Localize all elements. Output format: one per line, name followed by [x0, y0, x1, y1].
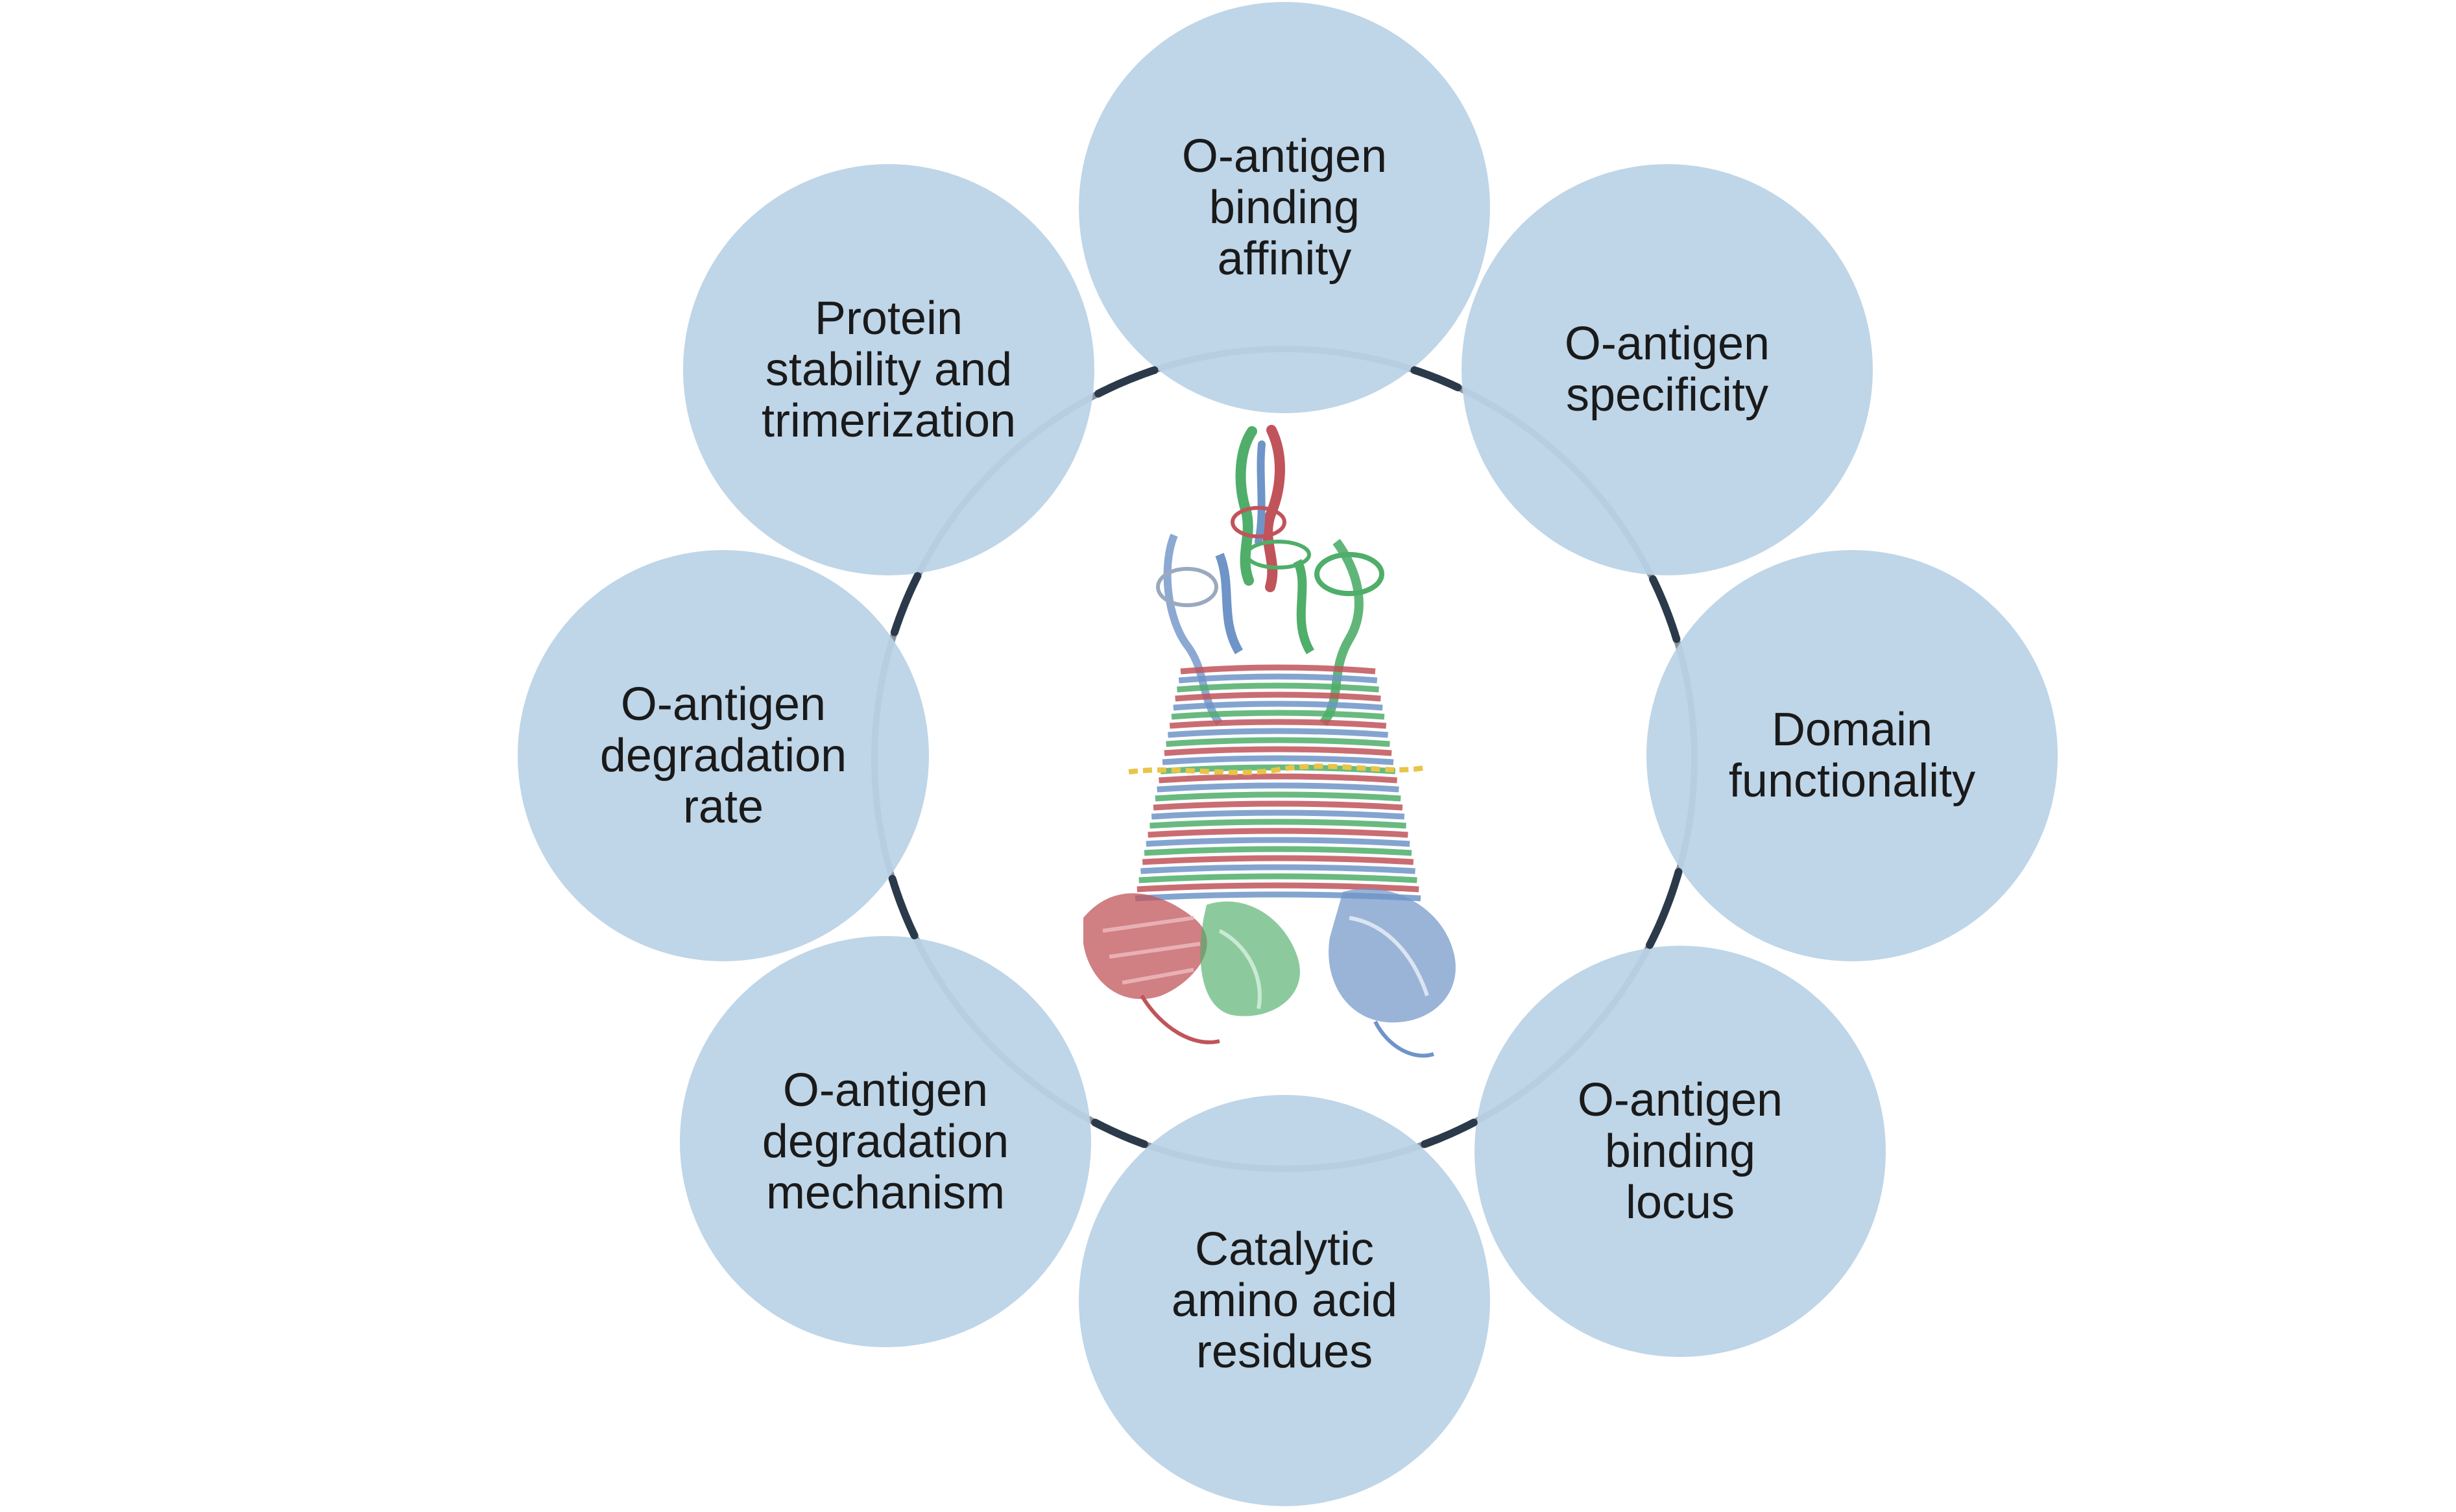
beta-strand [1166, 737, 1390, 747]
node-top: O-antigen binding affinity [1079, 2, 1490, 413]
node-label-right: Domain functionality [1728, 704, 1976, 807]
node-label-bottom-left: O-antigen degradation mechanism [762, 1064, 1009, 1219]
node-bottom-left: O-antigen degradation mechanism [680, 936, 1091, 1347]
node-label-left: O-antigen degradation rate [599, 678, 847, 833]
ring-segment-2 [1091, 1118, 1148, 1148]
beta-strand [1162, 755, 1394, 765]
ring-segment-1 [1421, 1118, 1478, 1148]
protein-structure-image [1083, 425, 1456, 1058]
beta-strand [1137, 882, 1419, 893]
protein-beta-helix [1135, 664, 1421, 902]
ring-segment-4 [890, 572, 922, 636]
beta-strand [1164, 746, 1392, 756]
node-label-bottom-right: O-antigen binding locus [1577, 1074, 1783, 1229]
beta-strand [1153, 800, 1403, 811]
node-bottom-right: O-antigen binding locus [1475, 946, 1886, 1357]
beta-strand [1155, 791, 1401, 802]
beta-strand [1146, 837, 1410, 847]
beta-strand [1159, 773, 1397, 784]
ring-segment-7 [1649, 575, 1681, 643]
node-label-top-right: O-antigen specificity [1564, 318, 1770, 421]
protein-top-spike [1231, 425, 1311, 592]
ring-segment-6 [1410, 366, 1462, 392]
beta-strand [1169, 719, 1387, 729]
beta-strand [1150, 819, 1406, 829]
node-top-left: Protein stability and trimerization [683, 164, 1094, 575]
node-label-top-left: Protein stability and trimerization [761, 292, 1017, 447]
ring-segment-0 [1646, 868, 1683, 949]
beta-strand [1138, 873, 1417, 883]
beta-strand [1144, 846, 1412, 856]
node-right: Domain functionality [1646, 550, 2058, 961]
beta-strand [1175, 691, 1381, 702]
ring-segment-5 [1094, 366, 1159, 398]
node-left: O-antigen degradation rate [518, 550, 929, 961]
beta-strand [1168, 728, 1388, 738]
protein-ligand [1128, 763, 1428, 775]
beta-strand [1173, 701, 1383, 711]
node-top-right: O-antigen specificity [1462, 164, 1873, 575]
node-label-bottom: Catalytic amino acid residues [1171, 1223, 1398, 1378]
beta-strand [1171, 710, 1385, 720]
beta-strand [1157, 782, 1399, 793]
beta-strand [1151, 810, 1405, 820]
beta-strand [1142, 855, 1414, 865]
beta-strand [1140, 864, 1415, 874]
protein-lower-domains [1083, 888, 1456, 1058]
beta-strand [1178, 673, 1378, 684]
node-label-top: O-antigen binding affinity [1181, 130, 1388, 285]
beta-strand [1148, 828, 1408, 838]
ring-segment-3 [888, 874, 919, 940]
node-bottom: Catalytic amino acid residues [1079, 1095, 1490, 1506]
beta-strand [1180, 664, 1376, 675]
beta-strand [1177, 682, 1379, 693]
